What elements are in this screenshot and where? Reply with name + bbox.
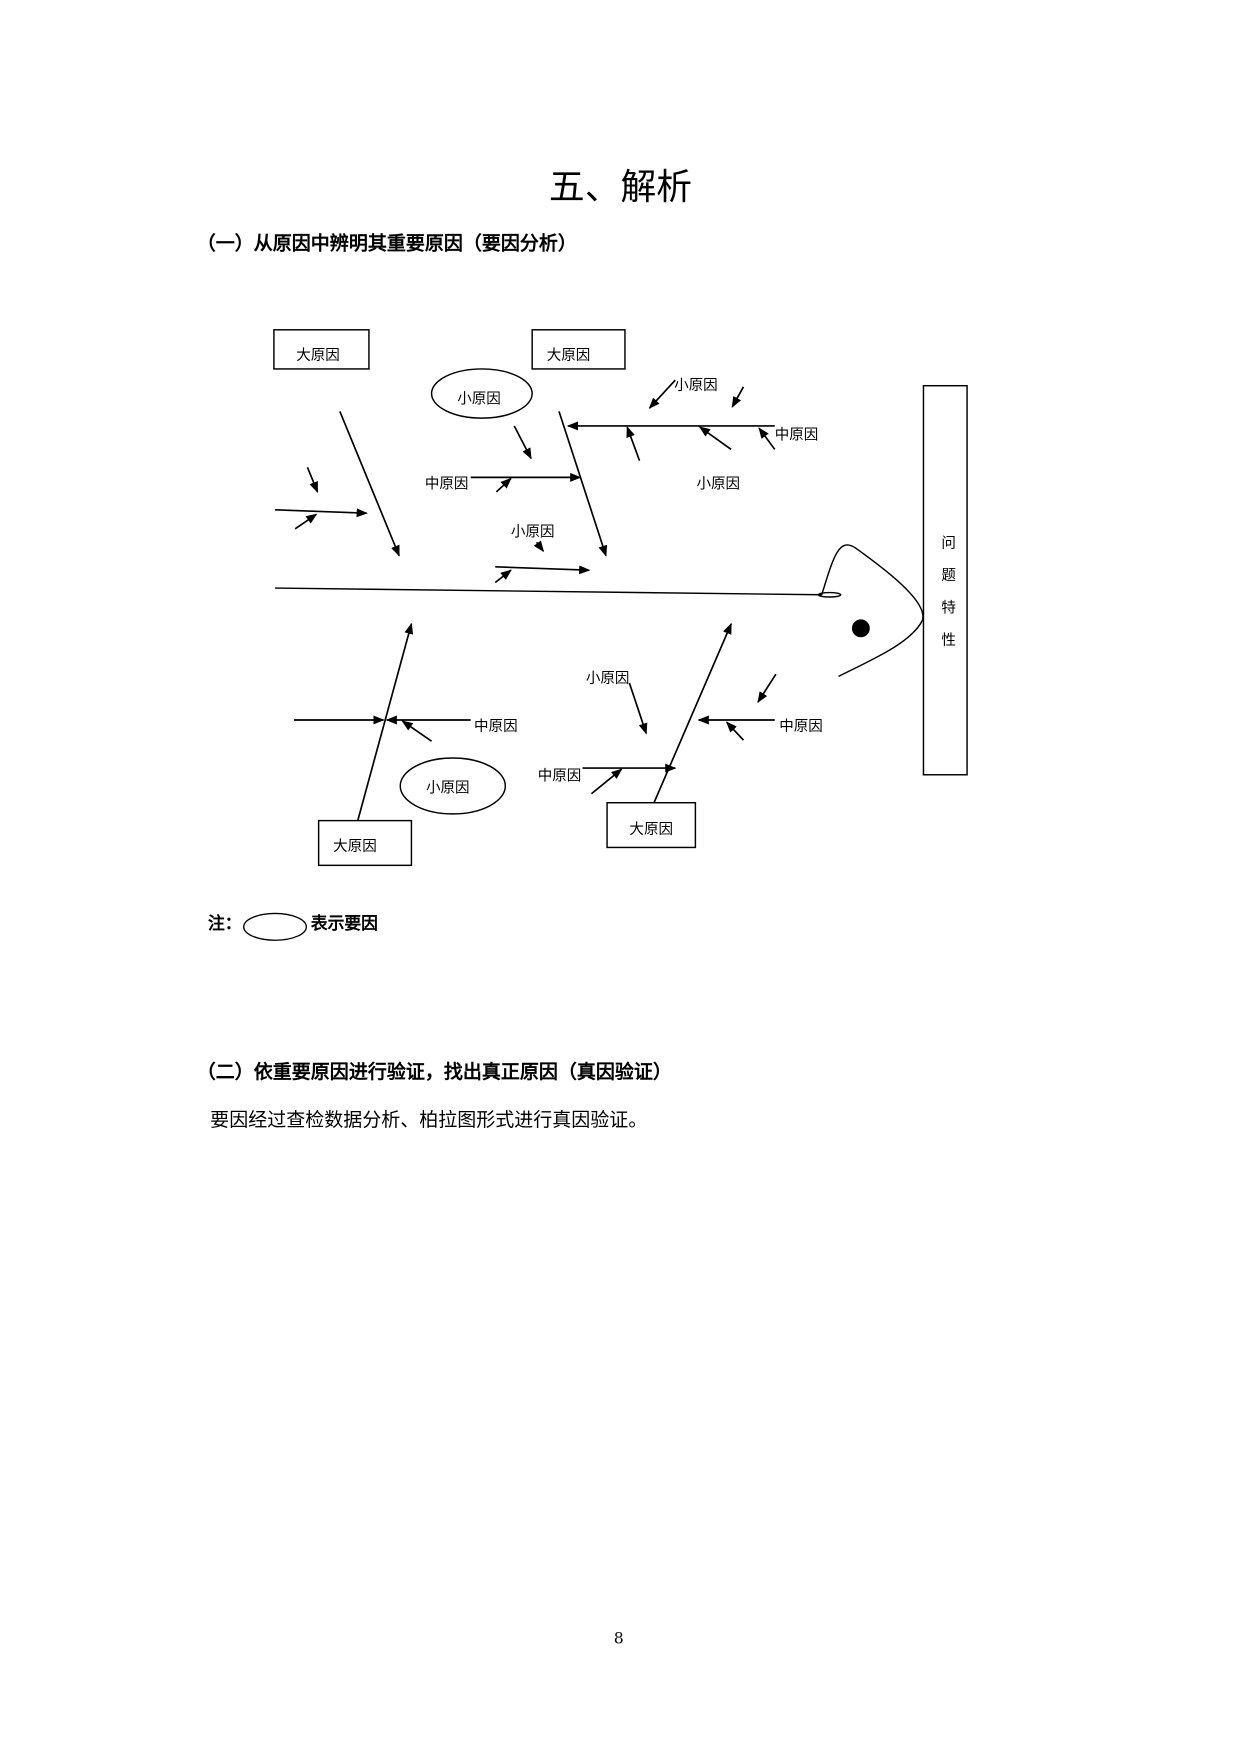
legend-ellipse <box>243 912 308 941</box>
fishbone-diagram: 大原因 大原因 大原因 大原因 小原因 小原因 小原因 小原因 小原因 小原因 … <box>243 329 968 941</box>
page-number: 8 <box>613 1630 624 1648</box>
medium-cause-label: 中原因 <box>425 476 469 493</box>
note-text: 表示要因 <box>310 913 378 934</box>
minor-cause-label: 小原因 <box>511 524 555 541</box>
medium-cause-label: 中原因 <box>779 718 823 735</box>
minor-cause-label: 小原因 <box>426 780 470 797</box>
problem-box <box>922 384 968 776</box>
minor-cause-label: 小原因 <box>674 377 718 394</box>
major-cause-box <box>606 801 697 849</box>
fish-eye <box>851 619 870 638</box>
major-cause-label: 大原因 <box>547 347 591 364</box>
problem-char: 题 <box>941 568 956 584</box>
minor-cause-label: 小原因 <box>457 391 501 408</box>
problem-char: 问 <box>941 535 956 552</box>
problem-char: 特 <box>941 600 956 617</box>
major-cause-box <box>273 329 370 370</box>
major-cause-box <box>531 329 626 370</box>
medium-cause-label: 中原因 <box>474 718 518 735</box>
section-1-heading: （一）从原因中辨明其重要原因（要因分析） <box>196 232 577 255</box>
section-2-body: 要因经过查检数据分析、柏拉图形式进行真因验证。 <box>210 1109 648 1132</box>
major-cause-box <box>317 819 413 867</box>
problem-char: 性 <box>941 632 956 649</box>
spine <box>275 587 822 596</box>
key-cause-ellipse <box>399 757 507 815</box>
major-cause-label: 大原因 <box>333 838 377 855</box>
section-2-heading: （二）依重要原因进行验证，找出真正原因（真因验证） <box>196 1060 672 1084</box>
major-cause-label: 大原因 <box>629 821 673 838</box>
page-title: 五、解析 <box>548 165 693 208</box>
key-cause-ellipse <box>430 368 533 419</box>
minor-cause-label: 小原因 <box>697 476 741 493</box>
fish-head <box>821 544 924 678</box>
medium-cause-label: 中原因 <box>538 767 582 784</box>
major-cause-label: 大原因 <box>296 347 340 364</box>
minor-cause-label: 小原因 <box>586 670 630 687</box>
note-label: 注： <box>207 913 242 934</box>
medium-cause-label: 中原因 <box>775 426 819 443</box>
